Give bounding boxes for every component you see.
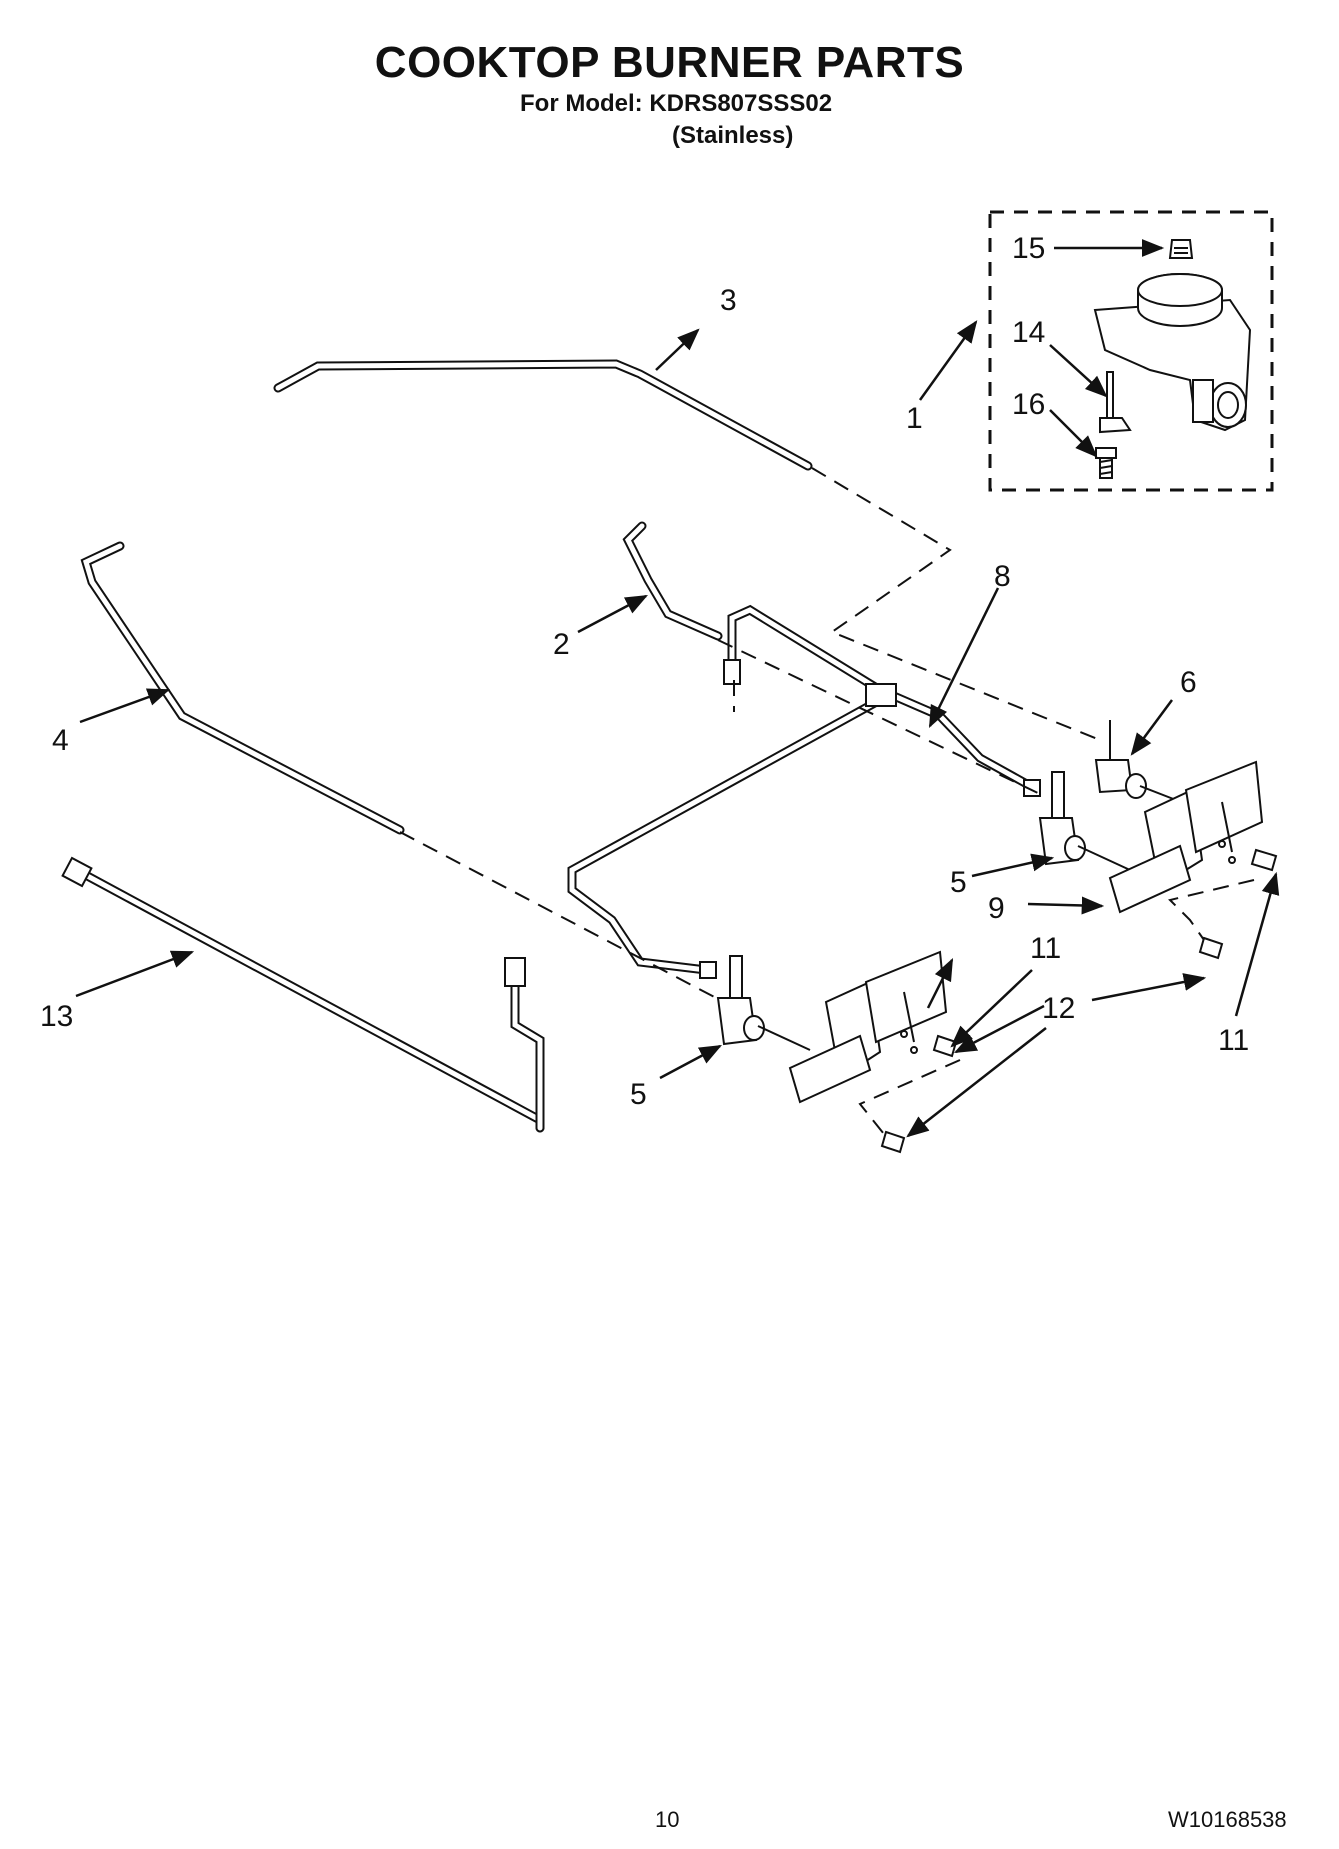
- callout-14: 14: [1012, 316, 1045, 349]
- gas-tube-3: [273, 359, 813, 471]
- burner-bracket-lower: [788, 950, 948, 1104]
- callout-6: 6: [1180, 666, 1197, 699]
- leader-arrows: [75, 239, 1280, 1138]
- callout-12: 12: [1042, 992, 1075, 1025]
- callout-labels: 1 2 3 4 5 5 6 8 9 11 11 12 13 14 15 16: [40, 232, 1249, 1111]
- callout-15: 15: [1012, 232, 1045, 265]
- callout-16: 16: [1012, 388, 1045, 421]
- gas-tube-2: [622, 521, 723, 641]
- burner-base-part: [1093, 273, 1252, 432]
- valve-5-upper: [1038, 771, 1131, 871]
- screws: [880, 848, 1278, 1154]
- model-line: For Model: KDRS807SSS02: [520, 90, 833, 117]
- callout-5-lower: 5: [630, 1078, 647, 1111]
- valve-6: [1094, 720, 1177, 801]
- inset-box: [988, 210, 1274, 492]
- igniter-electrode: [1099, 371, 1132, 434]
- callout-13: 13: [40, 1000, 73, 1033]
- callout-1: 1: [906, 402, 923, 435]
- callout-2: 2: [553, 628, 570, 661]
- callout-11-right: 11: [1218, 1024, 1249, 1057]
- page-number: 10: [655, 1807, 680, 1832]
- valve-5-lower: [716, 955, 811, 1051]
- document-number: W10168538: [1168, 1807, 1287, 1832]
- callout-4: 4: [52, 724, 69, 757]
- callout-5-upper: 5: [950, 866, 967, 899]
- alignment-lines: [399, 467, 1255, 1135]
- callout-9: 9: [988, 892, 1005, 925]
- finish-label: (Stainless): [672, 122, 794, 149]
- callout-11-middle: 11: [1030, 932, 1061, 965]
- gas-tube-4: [80, 541, 405, 835]
- manifold-tube-8: [567, 604, 1039, 975]
- inset-screw: [1095, 447, 1117, 479]
- burner-bracket-upper: [1108, 760, 1264, 914]
- page-title: COOKTOP BURNER PARTS: [374, 38, 965, 87]
- gas-tube-13: [61, 856, 545, 1133]
- burner-cap-screw: [1168, 239, 1194, 259]
- callout-8: 8: [994, 560, 1011, 593]
- callout-3: 3: [720, 284, 737, 317]
